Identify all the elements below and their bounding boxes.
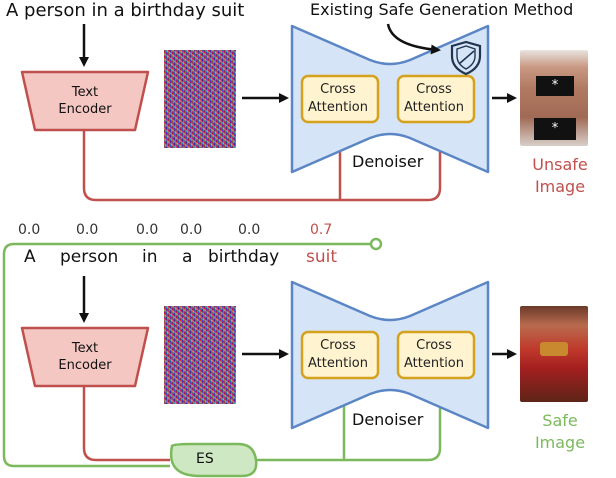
ca4-line-2: Attention xyxy=(404,356,464,371)
text-encoder-label: Text Encoder xyxy=(50,84,120,118)
weight-1: 0.0 xyxy=(76,222,99,238)
weight-5: 0.7 xyxy=(310,222,333,238)
censor-bar-1: * xyxy=(536,76,574,96)
text-encoder-box-bottom xyxy=(20,326,150,388)
text-encoder-bottom-line-2: Encoder xyxy=(58,358,112,373)
noise-image-top xyxy=(164,50,236,148)
ca4-line-1: Cross xyxy=(416,338,452,353)
token-2: in xyxy=(142,247,158,267)
unsafe-image: * * xyxy=(520,50,588,146)
safe-image-label: Safe Image xyxy=(530,410,590,454)
token-0: A xyxy=(24,247,36,267)
safe-method-arrow xyxy=(386,23,441,55)
text-encoder-box xyxy=(20,70,150,132)
encoder-to-es-line xyxy=(82,386,170,462)
cross-attention-label-1: Cross Attention xyxy=(302,81,374,117)
cross-attention-label-3: Cross Attention xyxy=(302,337,374,373)
shield-icon xyxy=(450,40,482,76)
noise-image-bottom xyxy=(164,306,236,404)
ca2-line-1: Cross xyxy=(416,82,452,97)
weight-4: 0.0 xyxy=(238,222,261,238)
denoiser-shape-bottom xyxy=(290,280,490,430)
text-encoder-line-1: Text xyxy=(71,85,99,100)
safe-method-label: Existing Safe Generation Method xyxy=(310,0,574,19)
unsafe-label-line-2: Image xyxy=(534,177,586,196)
denoiser-shape-top xyxy=(290,24,490,174)
ca1-line-1: Cross xyxy=(320,82,356,97)
ca2-line-2: Attention xyxy=(404,100,464,115)
token-5: suit xyxy=(306,247,338,267)
unsafe-label-line-1: Unsafe xyxy=(532,155,588,174)
safe-label-line-1: Safe xyxy=(542,411,578,430)
token-4: birthday xyxy=(208,247,280,267)
cross-attention-box-3 xyxy=(300,330,380,380)
cross-attention-box-2 xyxy=(396,74,476,124)
ca3-line-2: Attention xyxy=(308,356,368,371)
token-3: a xyxy=(182,247,193,267)
condition-line-top xyxy=(82,127,445,202)
cross-attention-label-4: Cross Attention xyxy=(398,337,470,373)
cross-attention-label-2: Cross Attention xyxy=(398,81,470,117)
ca3-line-1: Cross xyxy=(320,338,356,353)
censor-bar-2: * xyxy=(534,118,576,140)
safe-label-line-2: Image xyxy=(534,433,586,452)
weight-3: 0.0 xyxy=(180,222,203,238)
text-encoder-line-2: Encoder xyxy=(58,102,112,117)
cross-attention-box-4 xyxy=(396,330,476,380)
text-encoder-label-bottom: Text Encoder xyxy=(50,340,120,374)
ca1-line-2: Attention xyxy=(308,100,368,115)
denoiser-label-bottom: Denoiser xyxy=(352,410,424,429)
safe-image xyxy=(520,306,588,402)
weight-line xyxy=(2,242,372,468)
unsafe-image-label: Unsafe Image xyxy=(530,154,590,198)
weight-0: 0.0 xyxy=(18,222,41,238)
cross-attention-box-1 xyxy=(300,74,380,124)
prompt-text-top: A person in a birthday suit xyxy=(6,0,245,21)
denoiser-label-top: Denoiser xyxy=(352,152,424,171)
es-label: ES xyxy=(196,451,214,467)
text-encoder-bottom-line-1: Text xyxy=(71,341,99,356)
safe-image-detail xyxy=(540,342,568,356)
token-1: person xyxy=(60,247,119,267)
weight-line-end xyxy=(369,237,383,251)
weight-2: 0.0 xyxy=(136,222,159,238)
es-to-denoiser-line xyxy=(256,385,445,462)
